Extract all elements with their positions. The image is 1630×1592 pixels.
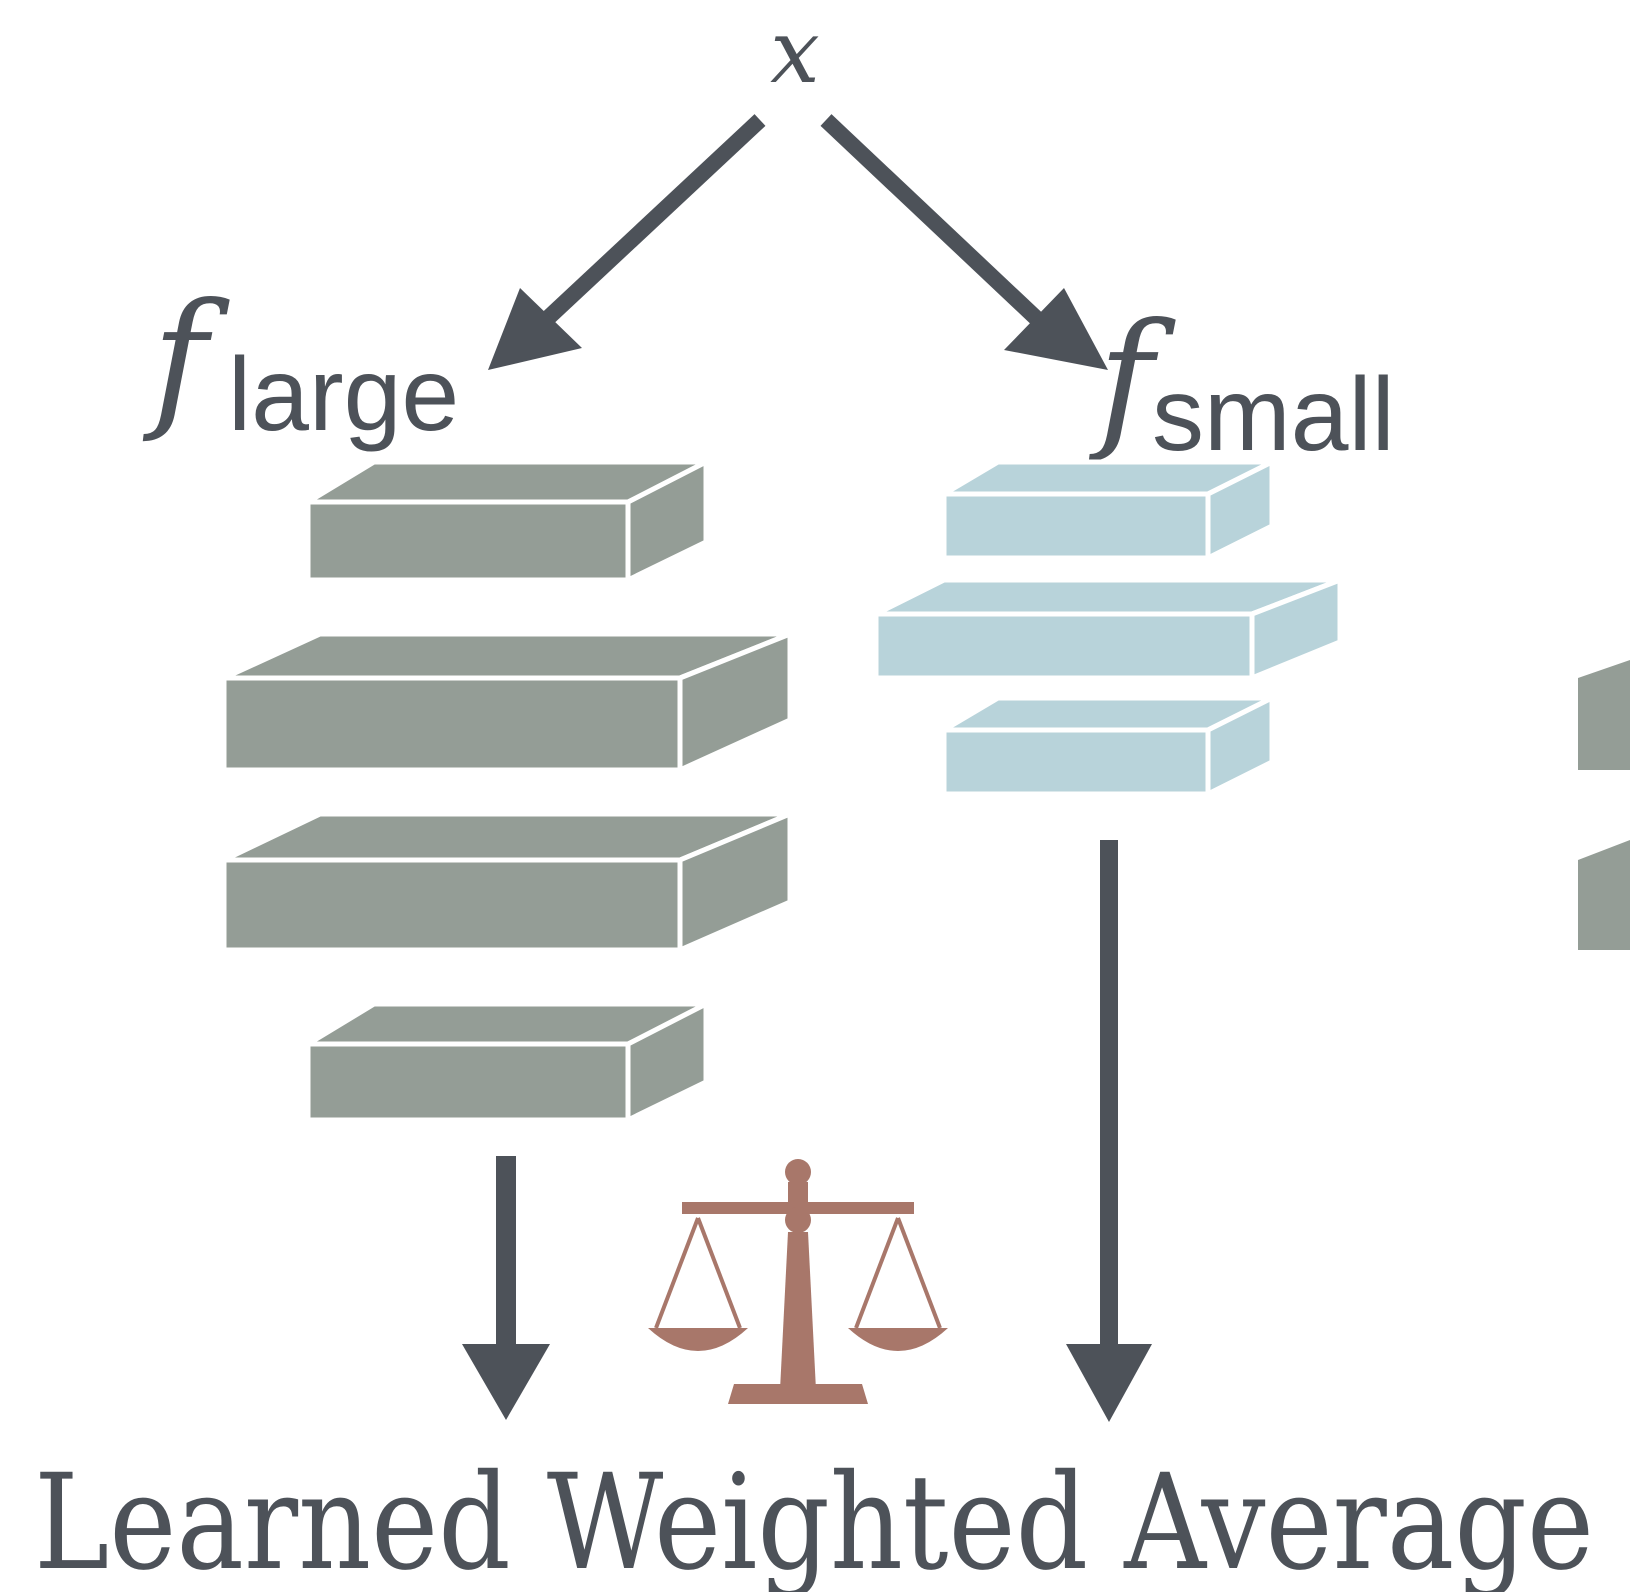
clipped-model-stack xyxy=(1578,660,1630,950)
arrow-to-small xyxy=(820,114,1108,370)
small-model-stack xyxy=(873,457,1343,799)
input-symbol-x: x xyxy=(770,0,820,103)
large-layer-4 xyxy=(299,999,715,1124)
function-symbol-large: f xyxy=(142,272,230,446)
small-layer-1 xyxy=(934,457,1275,563)
small-layer-2 xyxy=(873,576,1343,682)
large-layer-2 xyxy=(221,630,793,774)
arrow-small-down xyxy=(1066,840,1152,1422)
arrow-large-down xyxy=(462,1156,550,1420)
small-layer-3 xyxy=(934,693,1275,799)
large-model-stack xyxy=(221,457,793,1124)
subscript-large: large xyxy=(228,337,459,453)
balance-scale-icon xyxy=(648,1159,948,1404)
output-label: Learned Weighted Average xyxy=(34,1446,1594,1592)
arrow-to-large xyxy=(488,114,766,370)
large-layer-3 xyxy=(221,810,793,954)
label-f-large: f large xyxy=(142,272,459,453)
label-f-small: f small xyxy=(1088,292,1395,473)
large-layer-1 xyxy=(299,457,715,584)
subscript-small: small xyxy=(1152,357,1395,473)
